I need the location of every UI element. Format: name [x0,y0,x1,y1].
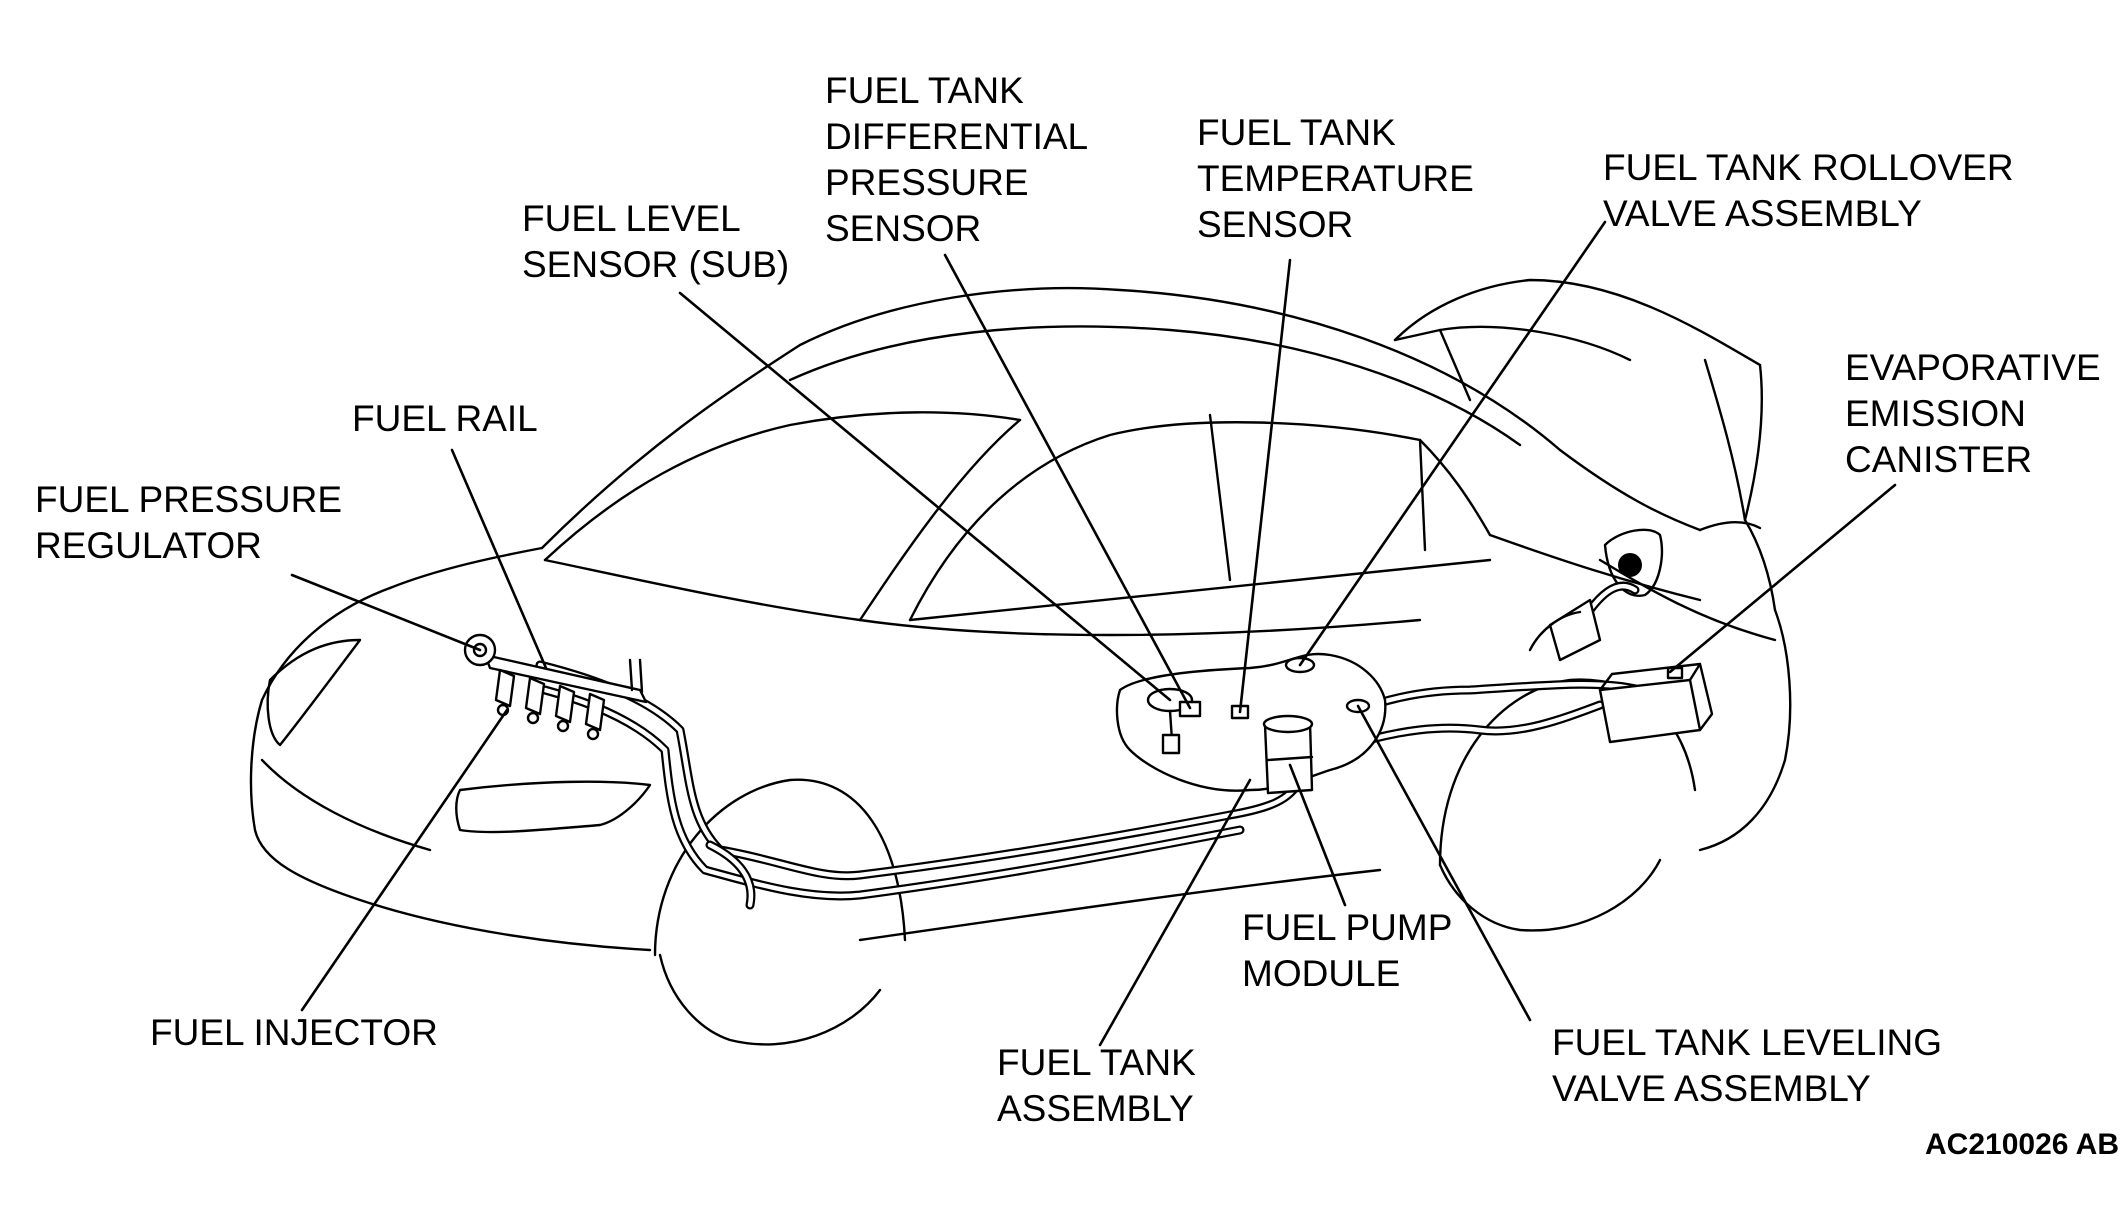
leader-fuel-rail [450,448,548,670]
leader-fuel-pressure-regulator [290,573,482,652]
fuel-tank-shape [1115,652,1387,792]
label-evaporative-emission-canister-line-3: CANISTER [1845,439,2033,480]
figure-code: AC210026 AB [1925,1128,2119,1161]
label-fuel-pressure-regulator: FUEL PRESSURE REGULATOR [35,477,342,569]
label-fuel-pressure-regulator-line-2: REGULATOR [35,525,262,566]
label-evaporative-emission-canister-line-2: EMISSION [1845,393,2026,434]
engine-fuel-components [463,633,648,741]
label-fuel-level-sensor-sub-line-1: FUEL LEVEL [522,198,741,239]
label-fuel-pressure-regulator-line-1: FUEL PRESSURE [35,479,343,520]
label-fuel-tank-differential-pressure-sensor: FUEL TANK DIFFERENTIAL PRESSURE SENSOR [825,68,1088,252]
label-fuel-tank-leveling-valve-assembly-line-2: VALVE ASSEMBLY [1552,1068,1871,1109]
label-fuel-tank-assembly: FUEL TANK ASSEMBLY [997,1040,1196,1132]
label-evaporative-emission-canister: EVAPORATIVE EMISSION CANISTER [1845,345,2101,483]
evap-components [1528,598,1714,744]
label-fuel-tank-assembly-line-1: FUEL TANK [997,1042,1196,1083]
label-fuel-rail-line-1: FUEL RAIL [352,398,538,439]
label-evaporative-emission-canister-line-1: EVAPORATIVE [1845,347,2101,388]
label-fuel-tank-rollover-valve-assembly: FUEL TANK ROLLOVER VALVE ASSEMBLY [1603,145,2014,237]
leader-fuel-tank-leveling-valve-assembly [1356,704,1532,1022]
label-fuel-tank-rollover-valve-assembly-line-2: VALVE ASSEMBLY [1603,193,1922,234]
injector-2-shape [524,676,546,716]
label-fuel-tank-leveling-valve-assembly-line-1: FUEL TANK LEVELING [1552,1022,1942,1063]
label-fuel-tank-differential-pressure-sensor-line-2: DIFFERENTIAL [825,116,1089,157]
label-fuel-level-sensor-sub-line-2: SENSOR (SUB) [522,244,790,285]
leader-fuel-tank-rollover-valve-assembly [1298,220,1607,667]
leader-fuel-tank-differential-pressure-sensor [943,253,1192,710]
label-fuel-injector-line-1: FUEL INJECTOR [150,1012,438,1053]
label-fuel-pump-module: FUEL PUMP MODULE [1242,905,1452,997]
car-body-outline [249,278,1792,1046]
injector-4-shape [584,692,606,732]
label-fuel-tank-temperature-sensor-line-3: SENSOR [1197,204,1354,245]
fuel-tank-components [1115,652,1387,795]
injector-1-shape [494,668,516,708]
label-fuel-level-sensor-sub: FUEL LEVEL SENSOR (SUB) [522,196,789,288]
label-fuel-tank-rollover-valve-assembly-line-1: FUEL TANK ROLLOVER [1603,147,2014,188]
leader-lines [290,220,1897,1047]
label-fuel-tank-leveling-valve-assembly: FUEL TANK LEVELING VALVE ASSEMBLY [1552,1020,1942,1112]
evap-canister-shape [1598,678,1702,744]
label-fuel-rail: FUEL RAIL [352,396,538,442]
filler-neck-shape [1548,598,1602,662]
label-fuel-tank-differential-pressure-sensor-line-3: PRESSURE [825,162,1029,203]
leader-fuel-tank-assembly [1098,778,1252,1047]
fuel-level-float-shape [1161,733,1181,755]
label-fuel-pump-module-line-1: FUEL PUMP [1242,907,1453,948]
leader-fuel-injector [300,708,509,1012]
label-fuel-tank-temperature-sensor-line-1: FUEL TANK [1197,112,1396,153]
label-fuel-tank-assembly-line-2: ASSEMBLY [997,1088,1194,1129]
leader-fuel-level-sensor-sub [678,291,1172,702]
label-fuel-tank-differential-pressure-sensor-line-1: FUEL TANK [825,70,1024,111]
label-fuel-pump-module-line-2: MODULE [1242,953,1401,994]
injector-3-shape [554,684,576,724]
label-fuel-tank-temperature-sensor-line-2: TEMPERATURE [1197,158,1474,199]
leader-fuel-tank-temperature-sensor [1238,258,1292,714]
leader-fuel-pump-module [1288,763,1347,907]
label-fuel-tank-temperature-sensor: FUEL TANK TEMPERATURE SENSOR [1197,110,1474,248]
label-fuel-injector: FUEL INJECTOR [150,1010,438,1056]
label-fuel-tank-differential-pressure-sensor-line-4: SENSOR [825,208,982,249]
leader-evaporative-emission-canister [1668,483,1897,674]
